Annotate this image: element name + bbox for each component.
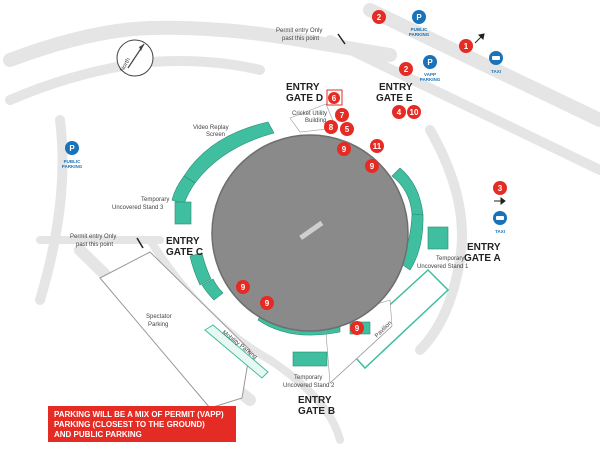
svg-text:4: 4	[397, 108, 402, 117]
marker-6: 6	[326, 89, 343, 106]
gate-c-line1: ENTRY	[166, 236, 200, 247]
temp-stand-1-line2: Uncovered Stand 1	[417, 264, 469, 270]
parking-public-left: P PUBLIC PARKING	[62, 141, 83, 169]
spectator-parking-line2: Parking	[148, 322, 168, 328]
svg-text:PARKING: PARKING	[409, 32, 430, 37]
parking-icon	[423, 55, 437, 69]
cricket-pitch	[299, 220, 324, 240]
permit-barrier-top	[337, 33, 346, 45]
svg-text:2: 2	[377, 13, 382, 22]
stand-north-west	[183, 121, 275, 184]
marker-10: 10	[407, 105, 421, 119]
direction-arrow-icon	[474, 33, 506, 205]
svg-text:PUBLIC: PUBLIC	[411, 27, 429, 32]
marker-9: 9	[260, 296, 274, 310]
svg-text:9: 9	[241, 283, 246, 292]
gate-e-line1: ENTRY	[379, 82, 413, 93]
video-replay-line2: Screen	[206, 132, 225, 138]
spectator-parking-area	[99, 251, 251, 409]
stand-west-lower	[189, 252, 212, 286]
marker-5: 5	[340, 122, 354, 136]
parking-public-top: P PUBLIC PARKING	[409, 10, 430, 37]
svg-text:9: 9	[265, 299, 270, 308]
north-arrow-icon: North	[116, 39, 154, 77]
marker-11: 11	[370, 139, 384, 153]
svg-text:P: P	[416, 13, 422, 22]
temp-stand-1-line1: Temporary	[436, 256, 464, 262]
marker-9: 9	[350, 321, 364, 335]
svg-text:5: 5	[345, 125, 350, 134]
svg-text:PARKING: PARKING	[420, 77, 441, 82]
gate-b-line1: ENTRY	[298, 395, 332, 406]
playing-field	[211, 134, 409, 332]
svg-text:3: 3	[498, 184, 503, 193]
svg-text:PUBLIC: PUBLIC	[64, 159, 82, 164]
cricket-utility-line2: Building	[305, 118, 326, 124]
taxi-icon-right: TAXI	[493, 211, 507, 234]
gate-b-line2: GATE B	[298, 406, 335, 417]
marker-9: 9	[236, 280, 250, 294]
svg-text:9: 9	[370, 162, 375, 171]
cricket-utility-line1: Cricket Utility	[292, 111, 327, 117]
temporary-stand-2	[292, 351, 328, 367]
marker-7: 7	[335, 108, 349, 122]
stand-west-upper	[171, 175, 196, 205]
svg-text:9: 9	[355, 324, 360, 333]
permit-barrier-left	[136, 237, 144, 249]
marker-2: 2	[372, 10, 386, 24]
marker-9: 9	[365, 159, 379, 173]
svg-text:11: 11	[373, 142, 382, 151]
permit-left-line1: Permit entry Only	[70, 234, 116, 240]
svg-text:10: 10	[410, 108, 419, 117]
svg-text:P: P	[69, 144, 75, 153]
gate-c-line2: GATE C	[166, 247, 203, 258]
marker-4: 4	[392, 105, 406, 119]
permit-left-line2: past this point	[76, 242, 113, 248]
temp-stand-2-line2: Uncovered Stand 2	[283, 383, 335, 389]
svg-text:TAXI: TAXI	[491, 69, 501, 74]
parking-icon	[65, 141, 79, 155]
marker-9: 9	[337, 142, 351, 156]
gate-d-line2: GATE D	[286, 93, 323, 104]
mobility-parking-strip	[204, 324, 269, 379]
gate-d-line1: ENTRY	[286, 82, 320, 93]
marker-1: 1	[459, 39, 473, 53]
spectator-parking-line1: Spectator	[146, 314, 172, 320]
gate-a-line2: GATE A	[464, 253, 501, 264]
svg-text:PARKING: PARKING	[62, 164, 83, 169]
temporary-stand-3	[174, 201, 192, 225]
svg-text:9: 9	[342, 145, 347, 154]
svg-text:VAPP: VAPP	[424, 72, 436, 77]
marker-2: 2	[399, 62, 413, 76]
marker-8: 8	[324, 120, 338, 134]
numbered-markers: 1 2 2 3 4 10 6 7 8 5 9 11 9 9 9 9	[236, 10, 507, 335]
stand-south-west	[201, 278, 224, 301]
parking-notice-banner: PARKING WILL BE A MIX OF PERMIT (VAPP) P…	[48, 406, 236, 442]
permit-top-line2: past this point	[282, 36, 319, 42]
svg-text:2: 2	[404, 65, 409, 74]
svg-text:7: 7	[340, 111, 345, 120]
gate-e-line2: GATE E	[376, 93, 413, 104]
temp-stand-2-line1: Temporary	[294, 375, 322, 381]
parking-icon	[412, 10, 426, 24]
svg-text:TAXI: TAXI	[495, 229, 505, 234]
permit-top-line1: Permit entry Only	[276, 28, 322, 34]
taxi-icon-top: TAXI	[489, 51, 503, 74]
video-replay-line1: Video Replay	[193, 125, 229, 131]
temporary-stand-1	[427, 226, 449, 250]
svg-text:6: 6	[332, 94, 337, 103]
marker-3: 3	[493, 181, 507, 195]
temp-stand-3-line1: Temporary	[141, 197, 169, 203]
svg-text:8: 8	[329, 123, 334, 132]
svg-text:P: P	[427, 58, 433, 67]
parking-vapp: P VAPP PARKING	[420, 55, 441, 82]
temp-stand-3-line2: Uncovered Stand 3	[112, 205, 164, 211]
roads	[3, 3, 600, 444]
svg-text:1: 1	[464, 42, 469, 51]
gate-a-line1: ENTRY	[467, 242, 501, 253]
